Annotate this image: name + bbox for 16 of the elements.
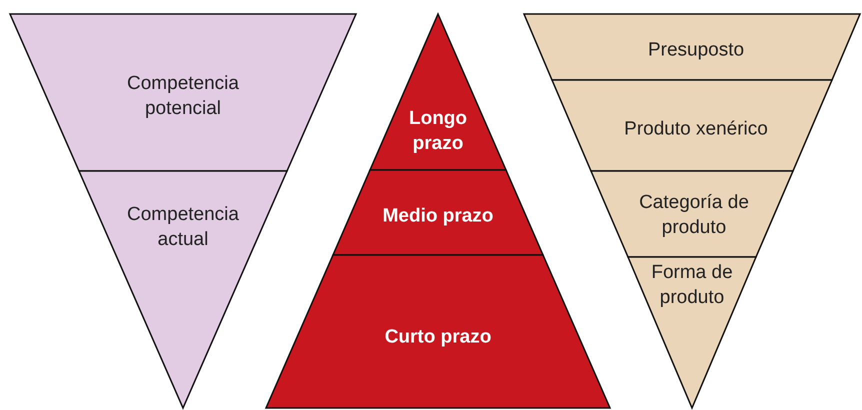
pyramid-band [79,171,287,408]
band-label: Longo prazo [408,107,468,156]
pyramid-band [552,80,832,171]
band-label: Medio prazo [382,204,494,228]
pyramid-band [370,14,506,170]
band-label: Competencia potencial [126,72,240,121]
band-label: Competencia actual [126,203,240,252]
pyramid-band [10,14,356,171]
band-label: Produto xenérico [623,118,769,142]
band-label: Presuposto [646,38,746,62]
band-label: Curto prazo [384,326,492,350]
pyramid-band [524,14,860,80]
pyramid-band [591,171,793,257]
band-label: Forma de produto [650,261,734,310]
pyramid-band [628,257,756,408]
band-label: Categoría de produto [638,191,750,240]
